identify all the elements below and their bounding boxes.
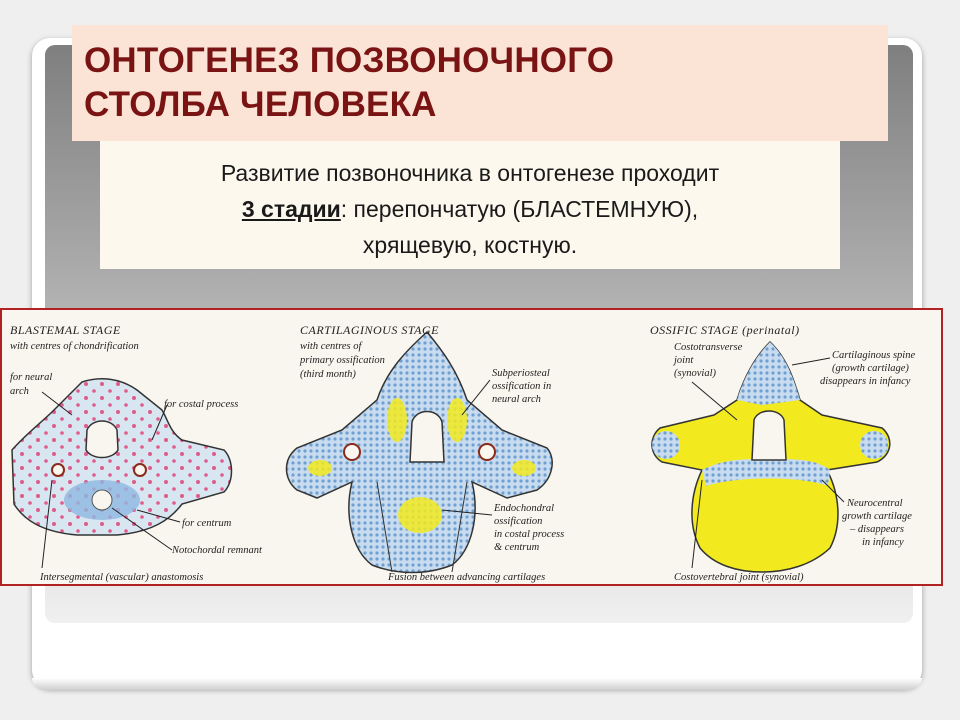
ossific-neurocentral-cartilage	[702, 459, 830, 486]
ossific-label-spine-1: Cartilaginous spine	[832, 350, 915, 361]
ossification-costal-left	[308, 460, 332, 476]
cartilaginous-label-endochondral-3: in costal process	[494, 529, 564, 540]
vertebra-illustration: BLASTEMAL STAGE with centres of chondrif…	[10, 323, 915, 583]
ossific-label-costotransverse-3: (synovial)	[674, 368, 716, 379]
ossific-label-costotransverse-1: Costotransverse	[674, 342, 743, 353]
cartilaginous-stage-drawing	[285, 330, 553, 574]
cartilaginous-label-fusion: Fusion between advancing cartilages	[387, 572, 545, 583]
blastemal-heading: BLASTEMAL STAGE	[10, 323, 121, 337]
leader-intersegmental	[41, 479, 53, 569]
leader-neurocentral	[821, 479, 845, 503]
joint-left-icon	[343, 443, 361, 461]
cartilaginous-label-subperiosteal-1: Subperiosteal	[492, 368, 550, 379]
cartilaginous-sub-2: primary ossification	[299, 355, 385, 366]
leader-neural-arch	[41, 391, 73, 416]
ossific-label-costotransverse-2: joint	[672, 355, 694, 366]
ossific-costal-left-cartilage	[652, 431, 680, 459]
blastemal-label-neural-1: for neural	[10, 372, 52, 383]
vertebra-figure: BLASTEMAL STAGE with centres of chondrif…	[0, 308, 943, 586]
leader-spine	[791, 357, 831, 366]
cartilaginous-sub-1: with centres of	[300, 341, 364, 352]
ossific-heading: OSSIFIC STAGE (perinatal)	[650, 323, 800, 337]
cartilaginous-label-endochondral-4: & centrum	[494, 542, 540, 553]
blastemal-label-intersegmental: Intersegmental (vascular) anastomosis	[39, 572, 203, 583]
fusion-line-left	[376, 481, 393, 573]
cartilaginous-sub-3: (third month)	[300, 369, 356, 380]
fusion-line-right	[451, 481, 468, 573]
vessel-left-icon	[51, 463, 65, 477]
blastemal-label-notochord: Notochordal remnant	[171, 545, 263, 556]
blastemal-stage-drawing	[11, 377, 233, 569]
ossific-label-neurocentral-1: Neurocentral	[846, 498, 903, 509]
title-box: ОНТОГЕНЕЗ ПОЗВОНОЧНОГО СТОЛБА ЧЕЛОВЕКА	[72, 25, 888, 141]
ossification-centrum	[398, 497, 442, 533]
leader-costovertebral	[691, 479, 703, 569]
cartilaginous-label-endochondral-1: Endochondral	[493, 503, 554, 514]
cartilaginous-label-subperiosteal-3: neural arch	[492, 394, 541, 405]
ossific-label-neurocentral-2: growth cartilage	[842, 511, 912, 522]
ossific-label-spine-2: (growth cartilage)	[832, 363, 909, 374]
ossific-label-costovertebral: Costovertebral joint (synovial)	[674, 572, 804, 583]
blastemal-label-neural-2: arch	[10, 386, 29, 397]
ossific-stage-drawing	[651, 340, 891, 573]
leader-costal	[151, 404, 168, 441]
subtitle-line1: Развитие позвоночника в онтогенезе прохо…	[220, 160, 720, 186]
leader-costotransverse	[691, 381, 738, 421]
ossification-arch-right	[447, 398, 467, 442]
ossific-label-spine-3: disappears in infancy	[820, 376, 911, 387]
cartilaginous-label-endochondral-2: ossification	[494, 516, 542, 527]
ossific-costal-right-cartilage	[860, 431, 888, 459]
frame-shadow	[32, 678, 922, 690]
leader-endochondral	[441, 509, 493, 516]
blastemal-label-centrum: for centrum	[182, 518, 232, 529]
cartilaginous-heading: CARTILAGINOUS STAGE	[300, 323, 439, 337]
leader-subperiosteal	[461, 379, 491, 416]
ossific-label-neurocentral-3: – disappears	[849, 524, 904, 535]
subtitle-line2-rest: : перепончатую (БЛАСТЕМНУЮ),	[340, 196, 699, 222]
slide-title-line2: СТОЛБА ЧЕЛОВЕКА	[84, 85, 437, 124]
leader-notochord	[111, 507, 173, 551]
ossific-neural-canal	[751, 410, 787, 461]
subtitle-bold: 3 стадии	[241, 196, 341, 222]
ossification-arch-left	[387, 398, 407, 442]
blastemal-subheading: with centres of chondrification	[10, 341, 139, 352]
joint-right-icon	[478, 443, 496, 461]
cartilaginous-neural-canal	[409, 410, 445, 463]
ossific-spine-cartilage	[737, 342, 800, 405]
blastemal-label-costal: for costal process	[164, 399, 238, 410]
ossific-label-neurocentral-4: in infancy	[862, 537, 904, 548]
leader-centrum	[136, 509, 181, 523]
blastemal-neural-canal	[85, 420, 119, 459]
subtitle-line3: хрящевую, костную.	[362, 232, 578, 258]
ossification-costal-right	[512, 460, 536, 476]
subtitle-box: Развитие позвоночника в онтогенезе прохо…	[100, 141, 840, 269]
notochord-icon	[91, 489, 113, 511]
slide-title-line1: ОНТОГЕНЕЗ ПОЗВОНОЧНОГО	[84, 41, 615, 80]
cartilaginous-label-subperiosteal-2: ossification in	[492, 381, 551, 392]
vessel-right-icon	[133, 463, 147, 477]
subtitle-line2: 3 стадии: перепончатую (БЛАСТЕМНУЮ),	[110, 191, 830, 227]
